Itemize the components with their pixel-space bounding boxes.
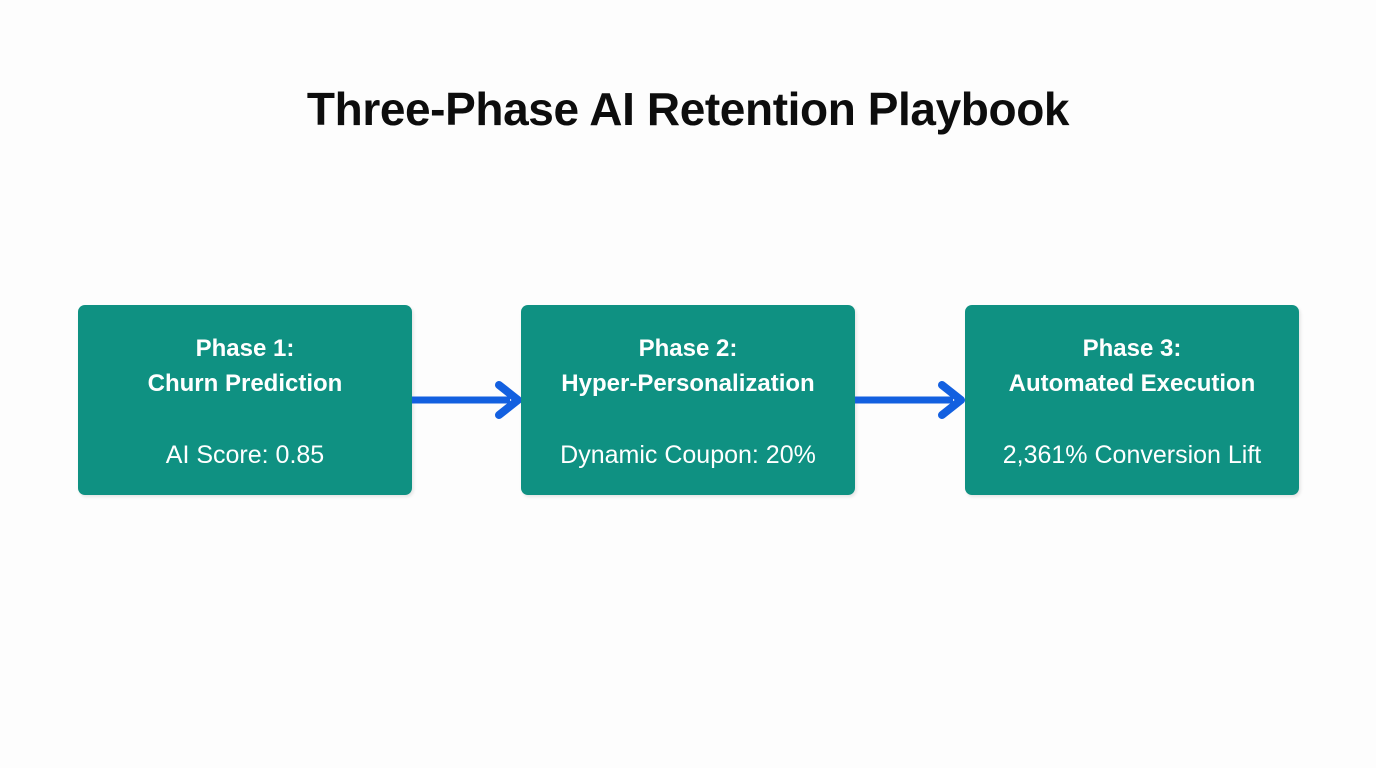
- phase-node-3[interactable]: Phase 3: Automated Execution 2,361% Conv…: [965, 305, 1299, 495]
- phase-node-3-title: Phase 3: Automated Execution: [1009, 331, 1256, 401]
- phase-node-2-title: Phase 2: Hyper-Personalization: [561, 331, 814, 401]
- phase-node-3-title-line2: Automated Execution: [1008, 370, 1256, 397]
- phase-node-2-title-line1: Phase 2:: [638, 335, 738, 362]
- phase-node-1-title-line2: Churn Prediction: [147, 370, 343, 397]
- phase-node-3-title-line1: Phase 3:: [1082, 335, 1182, 362]
- phase-node-2[interactable]: Phase 2: Hyper-Personalization Dynamic C…: [521, 305, 855, 495]
- phase-node-2-metric: Dynamic Coupon: 20%: [560, 441, 816, 469]
- phase-node-1-title-line1: Phase 1:: [195, 335, 295, 362]
- phase-node-2-title-line2: Hyper-Personalization: [561, 370, 815, 397]
- phase-node-1[interactable]: Phase 1: Churn Prediction AI Score: 0.85: [78, 305, 412, 495]
- phase-node-3-metric: 2,361% Conversion Lift: [1002, 441, 1262, 469]
- page-title: Three-Phase AI Retention Playbook: [306, 83, 1070, 135]
- phase-node-1-title: Phase 1: Churn Prediction: [148, 331, 343, 401]
- phase-node-1-metric: AI Score: 0.85: [165, 441, 325, 469]
- arrow-right-icon: [412, 376, 522, 424]
- arrow-right-icon: [855, 376, 965, 424]
